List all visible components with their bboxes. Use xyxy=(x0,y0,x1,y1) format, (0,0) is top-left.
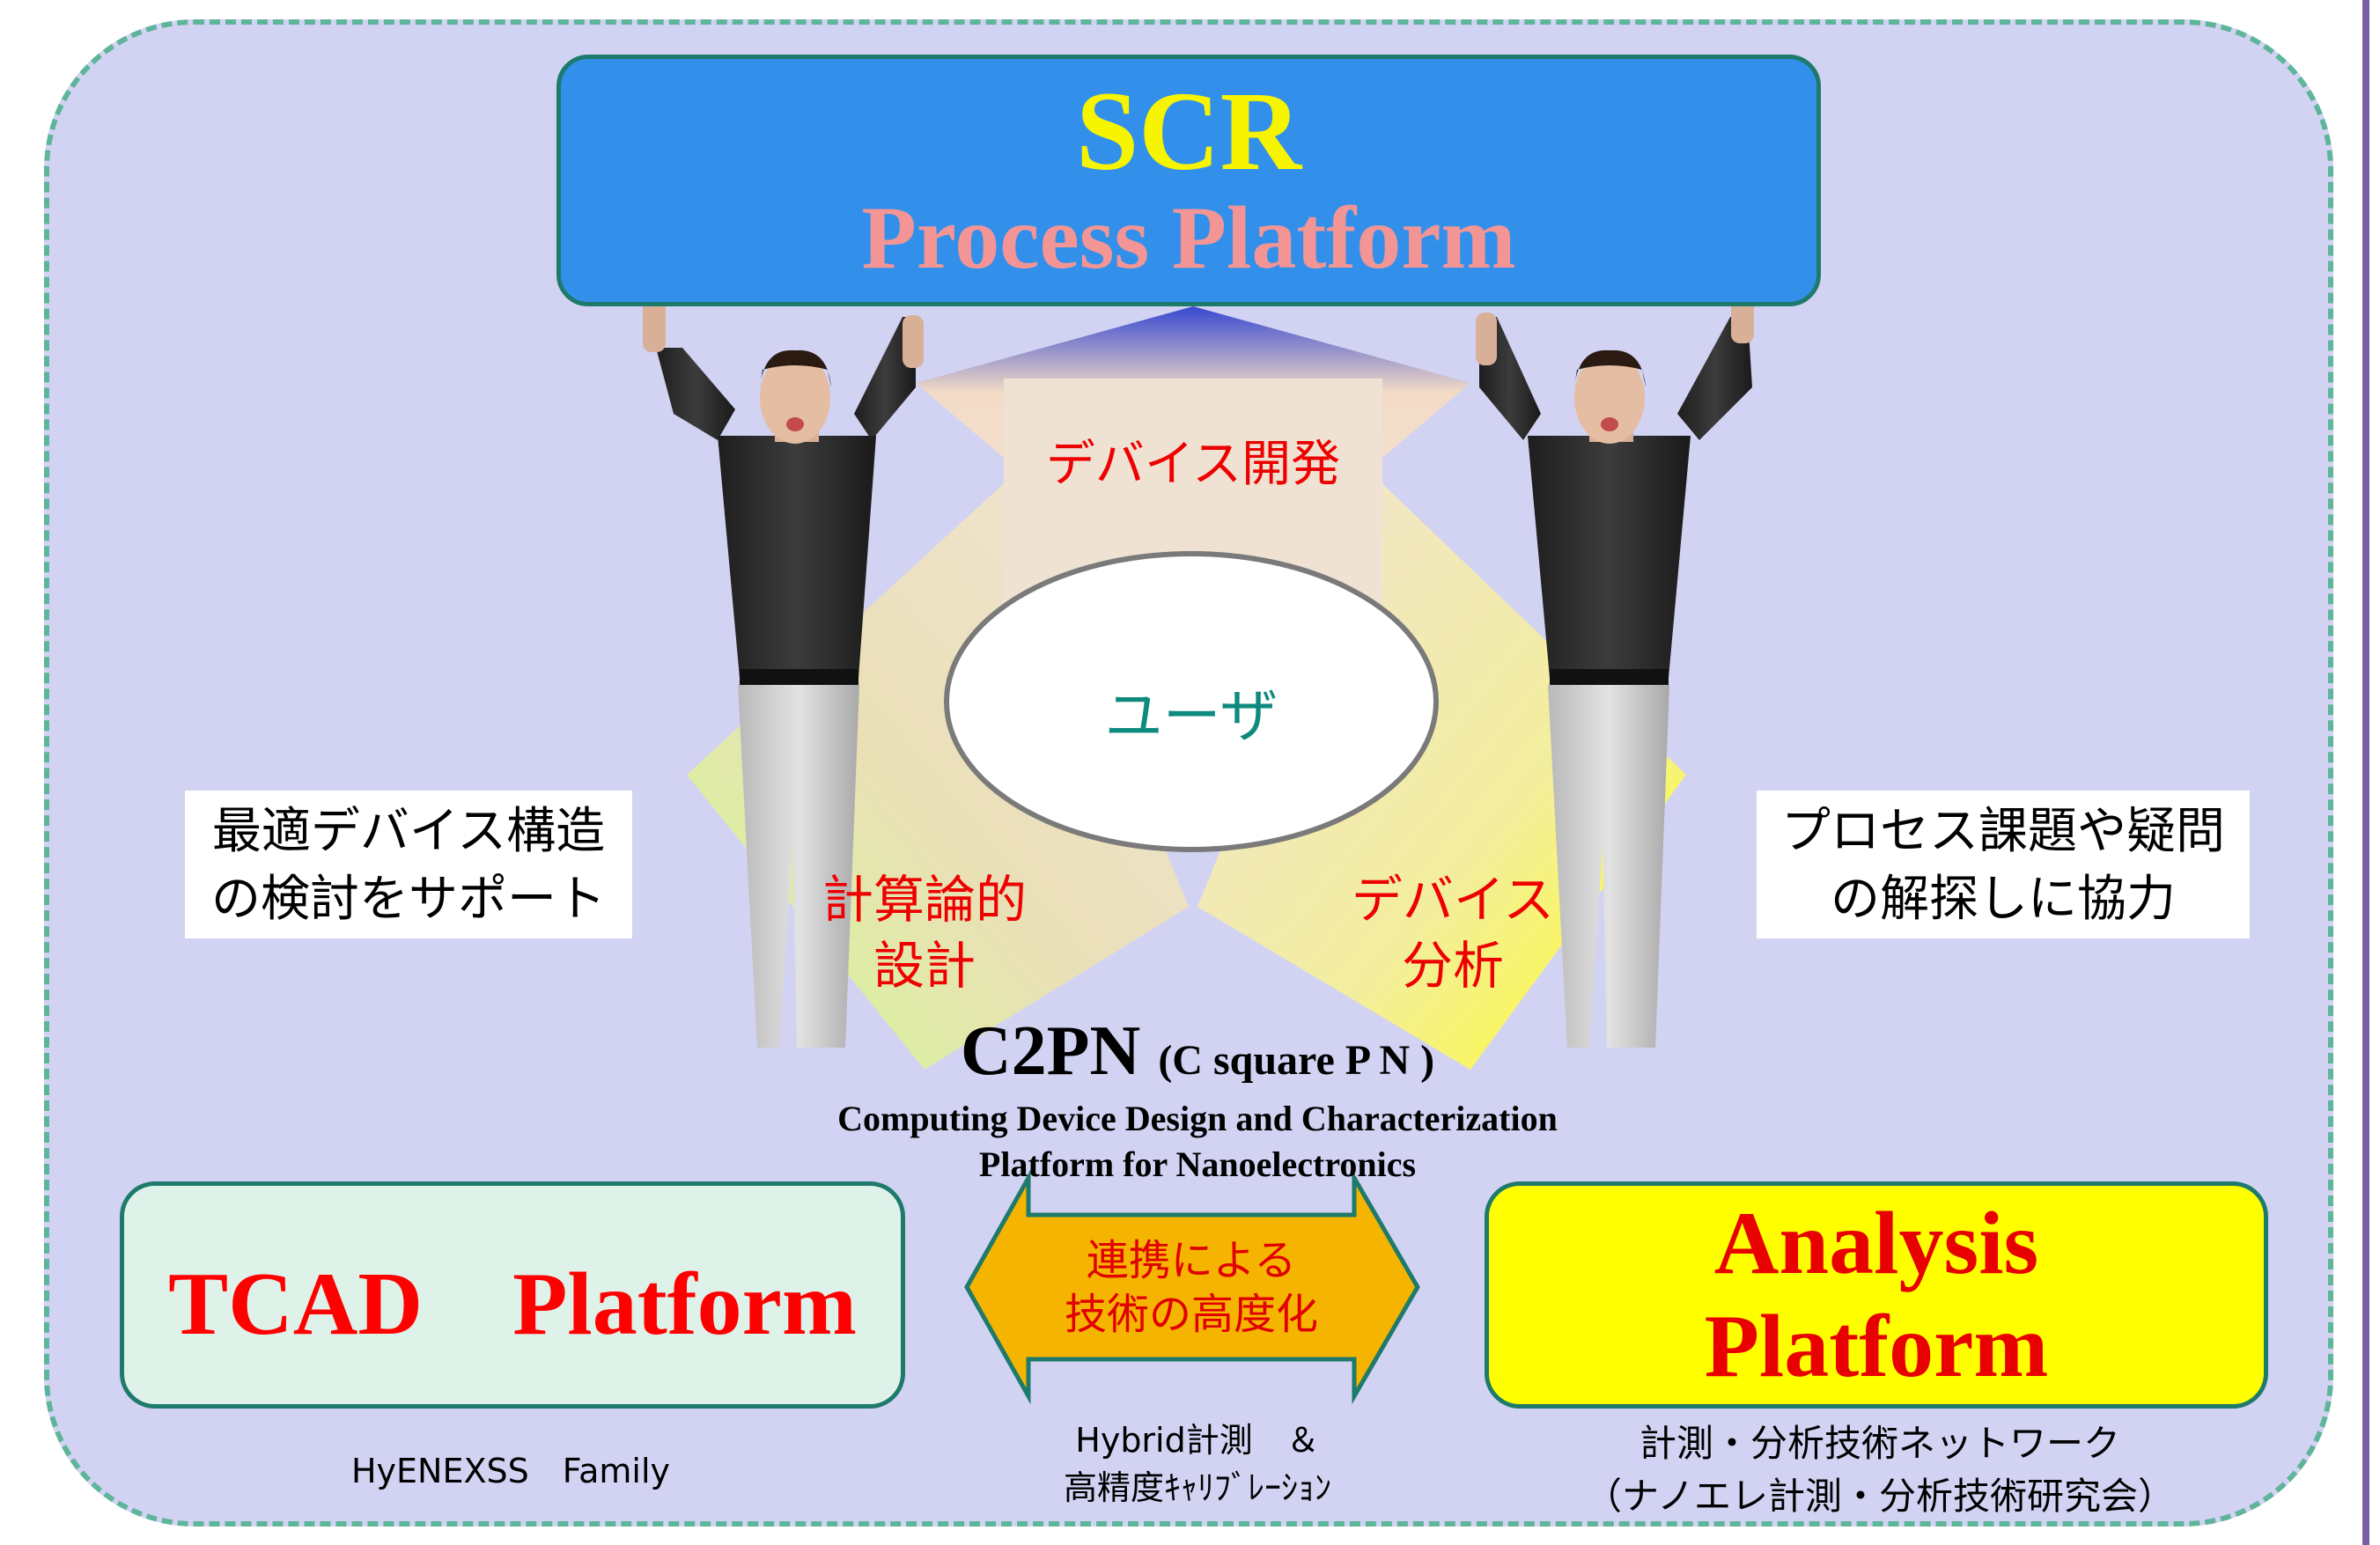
left-note-line1: 最適デバイス構造 xyxy=(211,803,606,860)
cooperation-label: 連携による 技術の高度化 xyxy=(1021,1234,1361,1343)
cooperation-line1: 連携による xyxy=(1086,1236,1297,1285)
cooperation-double-arrow xyxy=(964,1169,1420,1405)
analysis-caption-line2: （ナノエレ計測・分析技術研究会） xyxy=(1585,1474,2175,1518)
scr-process-platform-box: SCR Process Platform xyxy=(556,55,1821,306)
user-ellipse xyxy=(944,551,1439,852)
right-note-line1: プロセス課題や疑問 xyxy=(1781,803,2225,860)
user-label: ユーザ xyxy=(1104,682,1278,750)
left-note-box: 最適デバイス構造 の検討をサポート xyxy=(185,791,632,938)
device-analysis-line1: デバイス xyxy=(1351,870,1555,930)
right-note-line2: の解探しに協力 xyxy=(1831,871,2176,929)
process-platform-subtitle: Process Platform xyxy=(861,188,1516,289)
analysis-caption: 計測・分析技術ネットワーク （ナノエレ計測・分析技術研究会） xyxy=(1558,1417,2201,1522)
right-note-box: プロセス課題や疑問 の解探しに協力 xyxy=(1757,791,2250,938)
c2pn-title: C2PN (C square P N ) xyxy=(863,1012,1532,1090)
analysis-caption-line1: 計測・分析技術ネットワーク xyxy=(1639,1422,2120,1465)
c2pn-name: C2PN xyxy=(960,1012,1141,1090)
c2pn-full-name: Computing Device Design and Characteriza… xyxy=(757,1096,1638,1188)
hybrid-caption: Hybrid計測 ＆ 高精度ｷｬﾘﾌﾞﾚｰｼｮﾝ xyxy=(969,1417,1426,1512)
computational-design-line1: 計算論的 xyxy=(822,870,1027,930)
left-note-line2: の検討をサポート xyxy=(211,871,606,929)
device-analysis-line2: 分析 xyxy=(1401,936,1504,997)
right-person-figure xyxy=(1476,291,1754,1048)
computational-design-label: 計算論的 設計 xyxy=(775,867,1074,1000)
tcad-platform-title: TCAD Platform xyxy=(168,1254,857,1354)
analysis-title-line1: Analysis xyxy=(1713,1193,2039,1293)
scr-title: SCR xyxy=(1075,69,1302,195)
right-edge-line xyxy=(2362,0,2369,1545)
device-development-label: デバイス開発 xyxy=(1045,436,1341,493)
device-analysis-label: デバイス 分析 xyxy=(1303,867,1603,1000)
c2pn-full-line1: Computing Device Design and Characteriza… xyxy=(837,1099,1558,1138)
computational-design-line2: 設計 xyxy=(873,936,976,997)
c2pn-reading: (C square P N ) xyxy=(1158,1037,1435,1084)
hybrid-caption-line1: Hybrid計測 ＆ xyxy=(1075,1421,1320,1460)
analysis-platform-box: Analysis Platform xyxy=(1485,1181,2268,1409)
left-person-figure xyxy=(643,299,924,1048)
hybrid-caption-line2: 高精度ｷｬﾘﾌﾞﾚｰｼｮﾝ xyxy=(1063,1468,1331,1507)
c2pn-full-line2: Platform for Nanoelectronics xyxy=(978,1144,1417,1184)
tcad-platform-box: TCAD Platform xyxy=(120,1181,905,1409)
cooperation-line2: 技術の高度化 xyxy=(1064,1290,1318,1340)
tcad-caption: HyENEXSS Family xyxy=(350,1452,671,1490)
analysis-title-line2: Platform xyxy=(1704,1297,2049,1396)
